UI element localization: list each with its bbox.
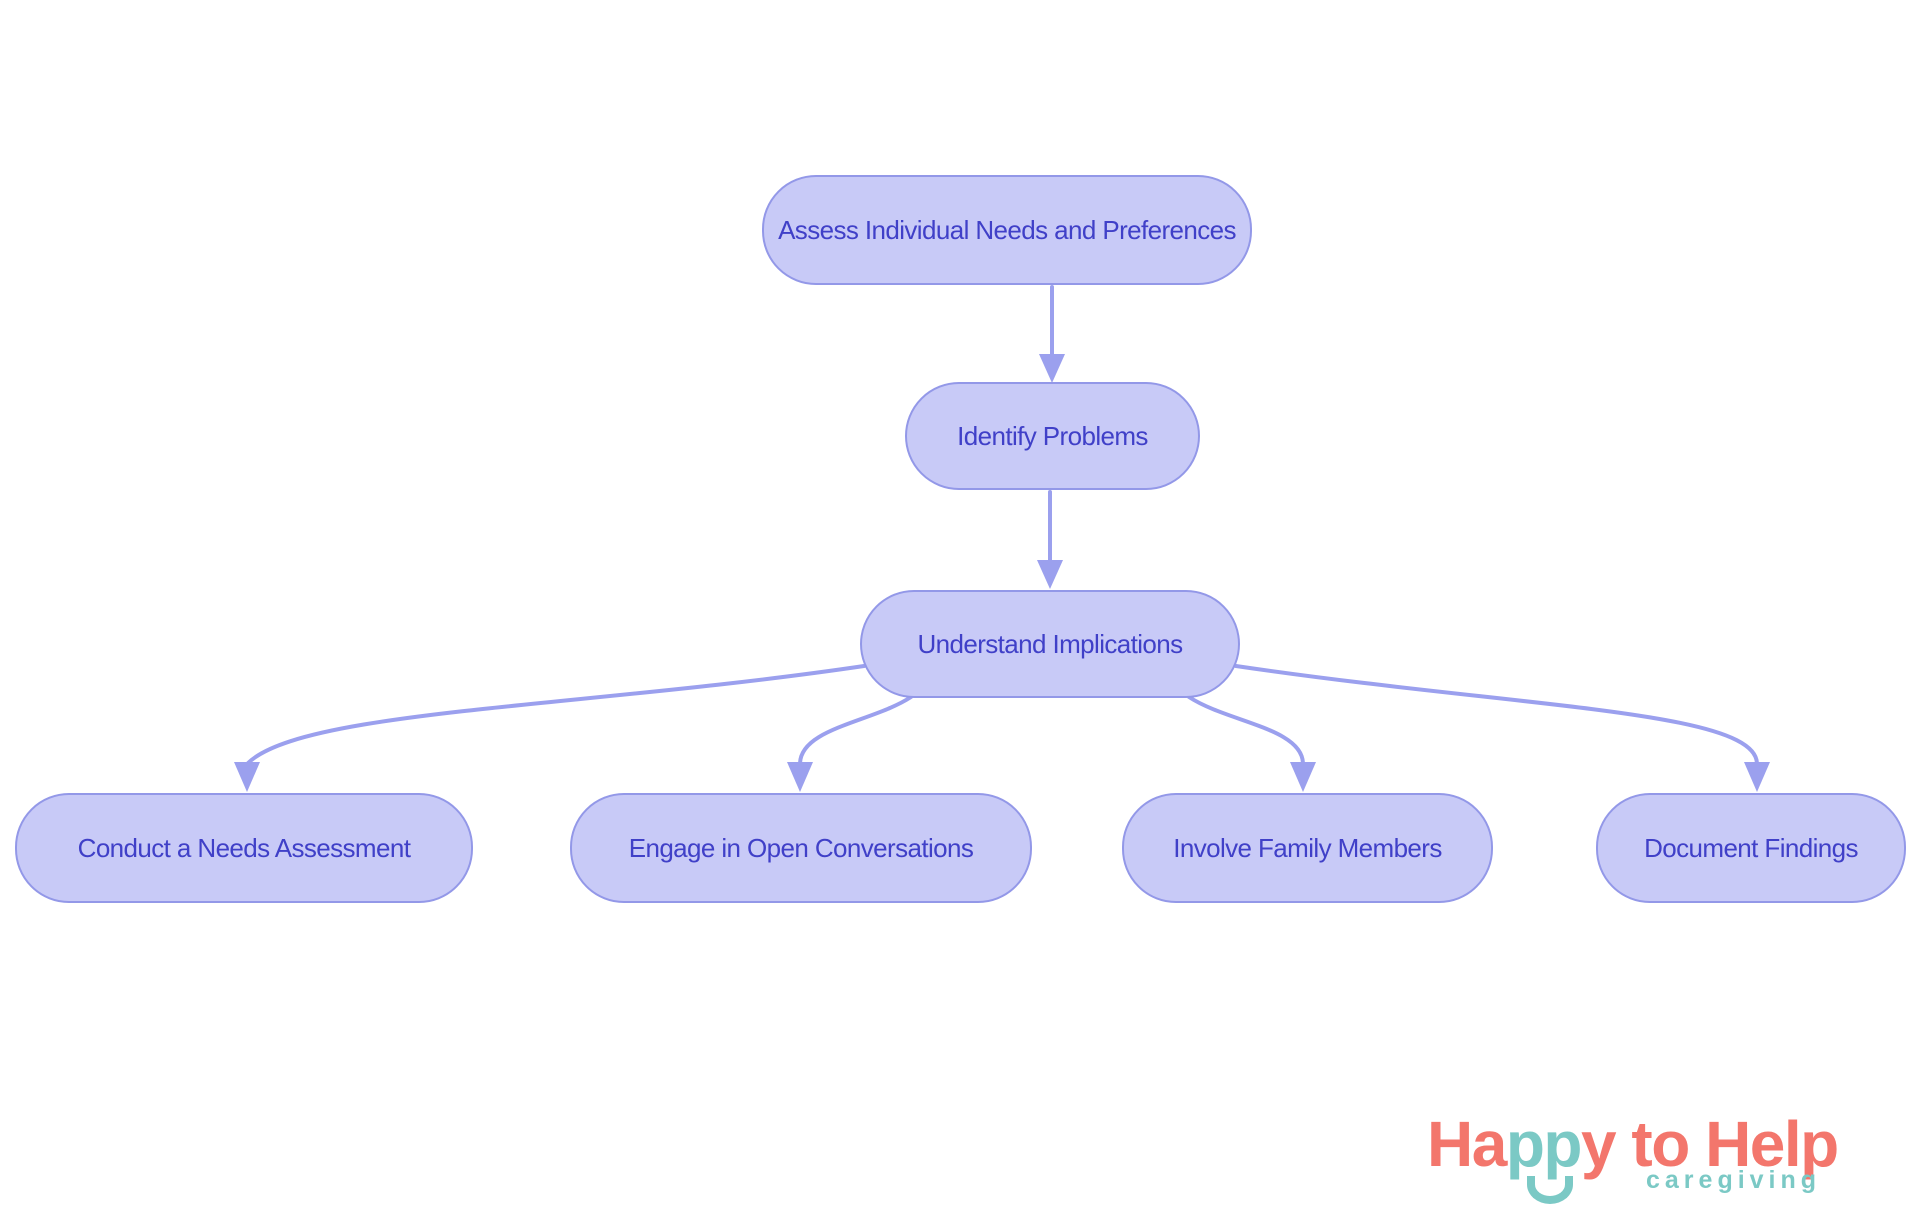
smile-icon <box>1527 1176 1573 1204</box>
arrowhead-icon <box>787 762 813 792</box>
flow-node-label: Engage in Open Conversations <box>628 832 974 863</box>
flow-node-assess: Assess Individual Needs and Preferences <box>762 175 1252 285</box>
flow-node-identify: Identify Problems <box>905 382 1200 490</box>
flow-node-understand: Understand Implications <box>860 590 1240 698</box>
arrowhead-icon <box>234 762 260 792</box>
arrowhead-icon <box>1039 354 1065 383</box>
logo-text-pp: pp <box>1505 1108 1583 1180</box>
flow-node-label: Document Findings <box>1644 832 1858 863</box>
flow-node-involve: Involve Family Members <box>1122 793 1493 903</box>
flow-node-label: Conduct a Needs Assessment <box>77 832 411 863</box>
logo-wordmark: Happy to Help <box>1427 1112 1839 1176</box>
edge-understand-to-engage <box>798 695 913 766</box>
flow-node-label: Involve Family Members <box>1173 832 1442 863</box>
logo-text-y-to-help: y to Help <box>1581 1108 1839 1180</box>
flow-node-label: Assess Individual Needs and Preferences <box>778 214 1236 245</box>
arrowhead-icon <box>1037 560 1063 589</box>
edge-understand-to-document <box>1234 664 1759 766</box>
flow-node-conduct: Conduct a Needs Assessment <box>15 793 473 903</box>
logo-tagline: caregiving <box>1646 1166 1822 1194</box>
arrowhead-icon <box>1290 762 1316 792</box>
logo-text-ha: Ha <box>1427 1108 1507 1180</box>
flow-node-label: Understand Implications <box>917 628 1183 659</box>
edge-understand-to-involve <box>1187 695 1305 766</box>
flow-node-document: Document Findings <box>1596 793 1906 903</box>
brand-logo: Happy to Help caregiving <box>1427 1112 1897 1212</box>
flow-node-engage: Engage in Open Conversations <box>570 793 1032 903</box>
arrowhead-icon <box>1744 762 1770 792</box>
edge-understand-to-conduct <box>245 664 866 766</box>
flow-node-label: Identify Problems <box>957 420 1148 451</box>
